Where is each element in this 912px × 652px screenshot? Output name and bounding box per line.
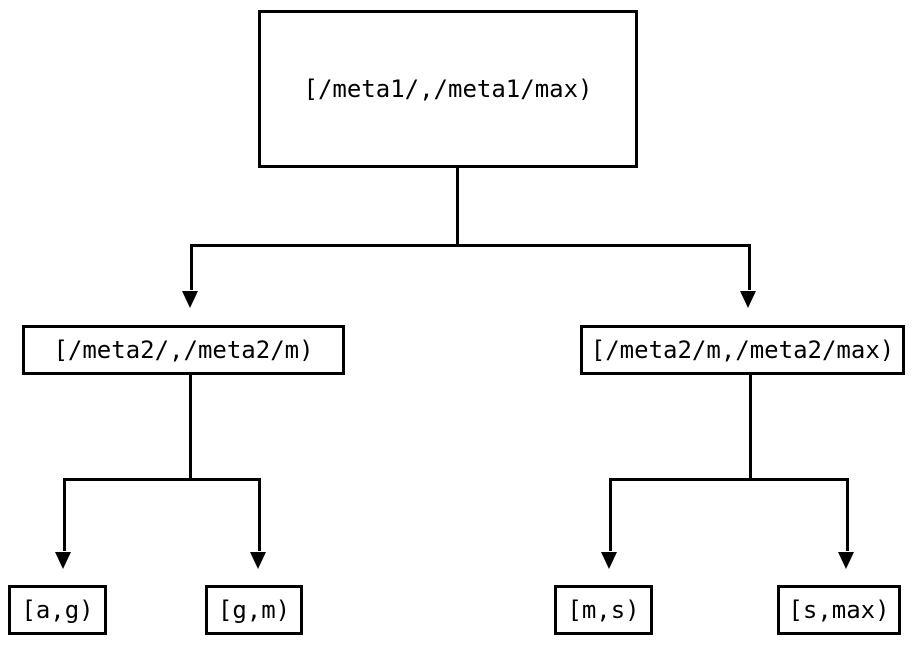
tree-node-mid-left[interactable]: [/meta2/,/meta2/m) bbox=[22, 325, 345, 375]
edge-mid-left-to-leaf-gm-drop bbox=[258, 478, 261, 551]
arrow-mid-right-to-leaf-ms bbox=[601, 552, 617, 569]
edge-root-to-mid-left-drop bbox=[190, 244, 193, 290]
tree-node-leaf-ag-label: [a,g) bbox=[21, 596, 94, 624]
tree-node-leaf-smax-label: [s,max) bbox=[788, 596, 890, 624]
edge-mid-right-to-leaf-ms-drop bbox=[609, 478, 612, 551]
arrow-mid-left-to-leaf-ag bbox=[55, 552, 71, 569]
edge-mid-right-stem bbox=[749, 375, 752, 481]
edge-root-stem bbox=[456, 168, 459, 247]
edge-mid-left-to-leaf-ag-drop bbox=[63, 478, 66, 551]
tree-node-leaf-gm-label: [g,m) bbox=[217, 596, 291, 624]
tree-node-root-label: [/meta1/,/meta1/max) bbox=[303, 75, 593, 103]
tree-node-root[interactable]: [/meta1/,/meta1/max) bbox=[258, 10, 638, 168]
edge-root-to-mid-right-drop bbox=[748, 244, 751, 290]
arrow-root-to-mid-right bbox=[740, 291, 756, 308]
tree-node-mid-left-label: [/meta2/,/meta2/m) bbox=[53, 336, 314, 364]
tree-node-leaf-ms[interactable]: [m,s) bbox=[554, 585, 653, 635]
arrow-root-to-mid-left bbox=[182, 291, 198, 308]
tree-node-leaf-smax[interactable]: [s,max) bbox=[777, 585, 901, 635]
edge-mid-left-stem bbox=[189, 375, 192, 481]
tree-node-mid-right[interactable]: [/meta2/m,/meta2/max) bbox=[580, 325, 905, 375]
tree-node-leaf-ag[interactable]: [a,g) bbox=[8, 585, 107, 635]
edge-root-distributor-bar bbox=[190, 244, 751, 247]
tree-node-leaf-gm[interactable]: [g,m) bbox=[205, 585, 303, 635]
edge-mid-right-distributor-bar bbox=[609, 478, 849, 481]
edge-mid-left-distributor-bar bbox=[63, 478, 261, 481]
arrow-mid-left-to-leaf-gm bbox=[250, 552, 266, 569]
tree-node-leaf-ms-label: [m,s) bbox=[567, 596, 640, 624]
tree-node-mid-right-label: [/meta2/m,/meta2/max) bbox=[590, 336, 895, 364]
arrow-mid-right-to-leaf-smax bbox=[838, 552, 854, 569]
edge-mid-right-to-leaf-smax-drop bbox=[846, 478, 849, 551]
